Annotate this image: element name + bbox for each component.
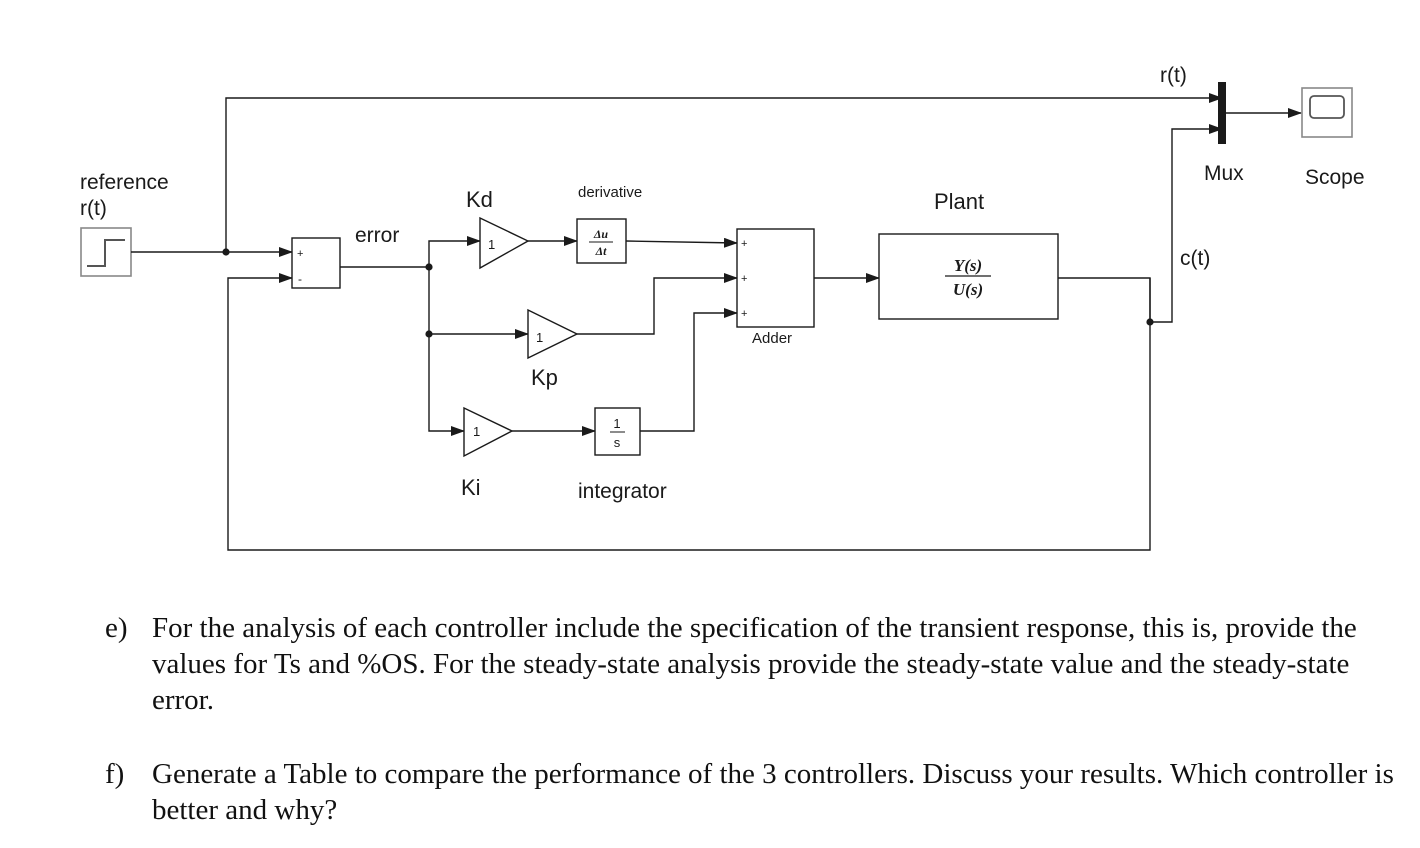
reference-signal-label: r(t) [80, 197, 107, 220]
derivative-denominator: Δt [595, 244, 608, 258]
integrator-label: integrator [578, 480, 667, 503]
adder-label: Adder [752, 330, 792, 347]
scope-block[interactable] [1301, 87, 1353, 138]
integrator-numerator: 1 [613, 416, 620, 431]
kp-gain-value: 1 [536, 330, 543, 345]
kd-label: Kd [466, 187, 493, 212]
plant-denominator: U(s) [953, 280, 983, 299]
ki-gain-block[interactable]: 1 [463, 406, 514, 458]
question-e-label: e) [105, 612, 128, 644]
question-e: e) For the analysis of each controller i… [105, 610, 1395, 718]
mux-label: Mux [1204, 162, 1244, 185]
kd-gain-value: 1 [488, 237, 495, 252]
pid-block-diagram: reference r(t) [80, 64, 1365, 551]
ki-label: Ki [461, 475, 481, 500]
adder-sign-1: + [741, 238, 747, 250]
scope-screen-icon [1309, 95, 1345, 119]
kp-gain-block[interactable]: 1 [527, 308, 579, 360]
signal-wires [131, 93, 1302, 551]
reference-label: reference [80, 171, 169, 194]
adder-sign-2: + [741, 273, 747, 285]
question-e-text: For the analysis of each controller incl… [152, 612, 1357, 716]
integrator-block[interactable]: 1 s [594, 407, 641, 456]
derivative-label: derivative [578, 184, 642, 201]
sum-plus-sign: + [297, 248, 303, 260]
mux-block[interactable] [1218, 82, 1226, 144]
sum-minus-sign: - [298, 272, 302, 286]
step-source-block[interactable] [80, 227, 132, 277]
derivative-block[interactable]: Δu Δt [576, 218, 627, 264]
junction-dots [222, 248, 1154, 338]
step-icon [87, 239, 125, 267]
question-f-text: Generate a Table to compare the performa… [152, 758, 1394, 826]
derivative-numerator: Δu [593, 227, 609, 241]
scope-label: Scope [1305, 166, 1365, 189]
error-sum-block[interactable]: + - [291, 237, 341, 289]
plant-block[interactable]: Y(s) U(s) [878, 233, 1059, 320]
question-f: f) Generate a Table to compare the perfo… [105, 756, 1395, 828]
kd-gain-block[interactable]: 1 [479, 216, 530, 270]
c-t-label: c(t) [1180, 247, 1210, 270]
adder-sign-3: + [741, 308, 747, 320]
question-f-label: f) [105, 758, 125, 790]
kp-label: Kp [531, 365, 558, 390]
integrator-denominator: s [614, 435, 621, 450]
adder-block[interactable]: + + + [736, 228, 815, 328]
plant-numerator: Y(s) [954, 256, 982, 275]
error-label: error [355, 224, 399, 247]
ki-gain-value: 1 [473, 424, 480, 439]
plant-label: Plant [934, 189, 984, 214]
r-t-label: r(t) [1160, 64, 1187, 87]
